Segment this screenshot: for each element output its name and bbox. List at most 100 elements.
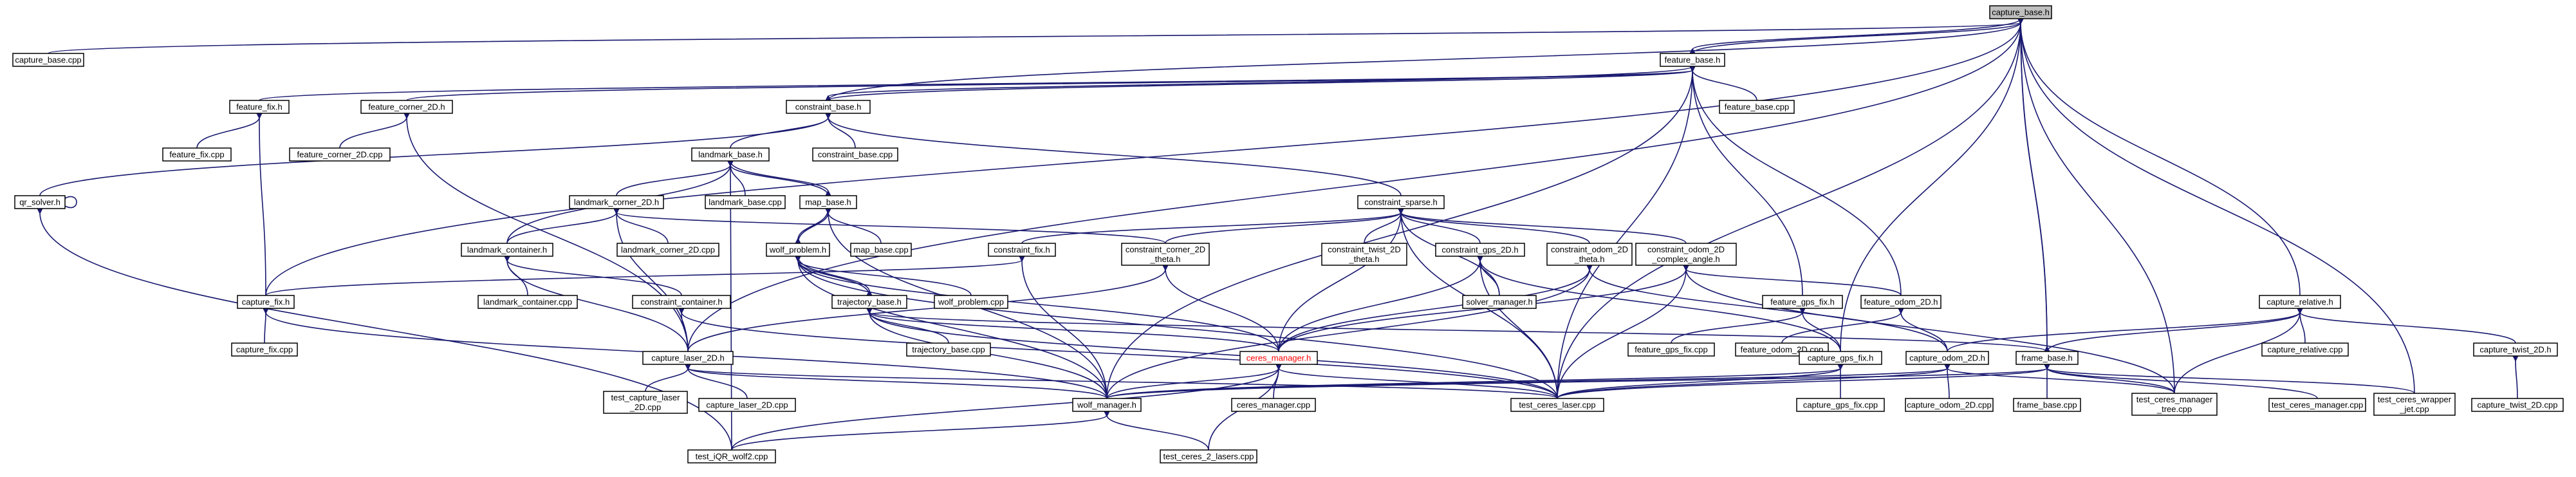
graph-node-test-ceres-2-lasers-cpp[interactable]: test_ceres_2_lasers.cpp	[1160, 449, 1257, 463]
node-label: capture_gps_fix.cpp	[1803, 400, 1878, 410]
graph-node-capture-base-h[interactable]: capture_base.h	[1989, 5, 2052, 19]
graph-node-capture-twist-2D-cpp[interactable]: capture_twist_2D.cpp	[2471, 398, 2564, 412]
graph-node-solver-manager-h[interactable]: solver_manager.h	[1462, 295, 1537, 309]
graph-node-constraint-odom-2D-theta-h[interactable]: constraint_odom_2D_theta.h	[1546, 243, 1633, 266]
node-box	[289, 147, 391, 162]
graph-node-test-capture-laser-2D-cpp[interactable]: test_capture_laser_2D.cpp	[603, 391, 688, 414]
graph-node-test-ceres-manager-tree-cpp[interactable]: test_ceres_manager_tree.cpp	[2131, 393, 2218, 416]
graph-node-capture-laser-2D-cpp[interactable]: capture_laser_2D.cpp	[698, 398, 796, 412]
node-label: capture_laser_2D.h	[651, 353, 724, 363]
graph-node-feature-corner-2D-cpp[interactable]: feature_corner_2D.cpp	[289, 147, 391, 162]
dependency-edge	[1692, 70, 1803, 296]
node-label: capture_odom_2D.cpp	[1907, 400, 1992, 410]
dependency-edge	[265, 23, 2021, 296]
node-label: feature_fix.h	[236, 102, 283, 112]
graph-node-trajectory-base-cpp[interactable]: trajectory_base.cpp	[906, 342, 991, 357]
node-box	[229, 100, 290, 114]
graph-node-constraint-corner-2D-theta-h[interactable]: constraint_corner_2D_theta.h	[1121, 243, 1210, 266]
node-label: capture_twist_2D.h	[2479, 345, 2551, 355]
node-label: wolf_problem.h	[769, 245, 826, 255]
dependency-edge	[2516, 360, 2517, 399]
graph-node-ceres-manager-h[interactable]: ceres_manager.h	[1239, 351, 1318, 365]
dependency-edge	[645, 368, 688, 392]
graph-node-feature-base-cpp[interactable]: feature_base.cpp	[1719, 100, 1795, 114]
graph-node-feature-gps-fix-h[interactable]: feature_gps_fix.h	[1762, 295, 1843, 309]
graph-node-qr-solver-h[interactable]: qr_solver.h	[14, 195, 66, 209]
graph-node-feature-gps-fix-cpp[interactable]: feature_gps_fix.cpp	[1627, 342, 1715, 357]
dependency-edge	[2021, 23, 2301, 296]
dependency-edge	[869, 312, 1279, 352]
node-box	[569, 195, 664, 209]
node-label: constraint_odom_2D	[1551, 245, 1628, 254]
node-box	[12, 53, 84, 67]
node-label: feature_gps_fix.cpp	[1635, 345, 1707, 355]
graph-node-wolf-manager-h[interactable]: wolf_manager.h	[1072, 398, 1142, 412]
graph-node-landmark-base-h[interactable]: landmark_base.h	[691, 147, 770, 162]
graph-node-feature-odom-2D-h[interactable]: feature_odom_2D.h	[1860, 295, 1941, 309]
dependency-edge	[2021, 23, 2175, 394]
graph-node-feature-fix-cpp[interactable]: feature_fix.cpp	[162, 147, 232, 162]
graph-node-constraint-fix-h[interactable]: constraint_fix.h	[988, 243, 1056, 257]
graph-node-capture-gps-fix-cpp[interactable]: capture_gps_fix.cpp	[1796, 398, 1885, 412]
node-box	[691, 147, 770, 162]
graph-node-capture-laser-2D-h[interactable]: capture_laser_2D.h	[642, 351, 734, 365]
graph-node-constraint-container-h[interactable]: constraint_container.h	[632, 295, 731, 309]
node-box	[231, 342, 298, 357]
node-box	[1510, 398, 1604, 412]
graph-node-test-ceres-manager-cpp[interactable]: test_ceres_manager.cpp	[2268, 398, 2366, 412]
dependency-edge	[1947, 368, 2175, 394]
graph-node-feature-fix-h[interactable]: feature_fix.h	[229, 100, 290, 114]
graph-node-constraint-base-h[interactable]: constraint_base.h	[786, 100, 871, 114]
node-label: feature_corner_2D.h	[368, 102, 445, 112]
graph-node-landmark-corner-2D-h[interactable]: landmark_corner_2D.h	[569, 195, 664, 209]
graph-node-frame-base-h[interactable]: frame_base.h	[2015, 351, 2079, 365]
dependency-edge	[39, 117, 828, 196]
graph-node-frame-base-cpp[interactable]: frame_base.cpp	[2013, 398, 2081, 412]
graph-node-capture-relative-h[interactable]: capture_relative.h	[2259, 295, 2341, 309]
graph-node-trajectory-base-h[interactable]: trajectory_base.h	[831, 295, 907, 309]
graph-node-feature-corner-2D-h[interactable]: feature_corner_2D.h	[360, 100, 453, 114]
node-box	[2131, 393, 2218, 416]
graph-node-capture-twist-2D-h[interactable]: capture_twist_2D.h	[2473, 342, 2558, 357]
graph-node-constraint-gps-2D-h[interactable]: constraint_gps_2D.h	[1435, 243, 1525, 257]
node-box	[1357, 195, 1445, 209]
graph-node-ceres-manager-cpp[interactable]: ceres_manager.cpp	[1231, 398, 1316, 412]
node-label: wolf_manager.h	[1077, 400, 1136, 410]
graph-node-capture-fix-cpp[interactable]: capture_fix.cpp	[231, 342, 298, 357]
dependency-edge	[1557, 368, 1840, 399]
graph-node-constraint-odom-2D-complex-angle-h[interactable]: constraint_odom_2D_complex_angle.h	[1635, 243, 1737, 266]
graph-node-capture-odom-2D-cpp[interactable]: capture_odom_2D.cpp	[1905, 398, 1994, 412]
graph-node-feature-base-h[interactable]: feature_base.h	[1660, 53, 1725, 67]
dependency-edge	[688, 368, 748, 399]
node-label: capture_fix.h	[242, 297, 290, 307]
node-label: constraint_sparse.h	[1364, 198, 1437, 207]
graph-node-capture-relative-cpp[interactable]: capture_relative.cpp	[2261, 342, 2349, 357]
graph-node-capture-fix-h[interactable]: capture_fix.h	[237, 295, 295, 309]
dependency-edge	[869, 312, 2048, 352]
graph-node-test-ceres-laser-cpp[interactable]: test_ceres_laser.cpp	[1510, 398, 1604, 412]
graph-node-wolf-problem-cpp[interactable]: wolf_problem.cpp	[934, 295, 1008, 309]
graph-node-landmark-container-cpp[interactable]: landmark_container.cpp	[477, 295, 578, 309]
graph-node-landmark-corner-2D-cpp[interactable]: landmark_corner_2D.cpp	[616, 243, 719, 257]
graph-node-constraint-twist-2D-theta-h[interactable]: constraint_twist_2D_theta.h	[1321, 243, 1407, 266]
graph-node-capture-odom-2D-h[interactable]: capture_odom_2D.h	[1905, 351, 1989, 365]
graph-node-test-ceres-wrapper-jet-cpp[interactable]: test_ceres_wrapper_jet.cpp	[2373, 393, 2456, 416]
graph-node-test-iQR-wolf2-cpp[interactable]: test_iQR_wolf2.cpp	[687, 449, 776, 463]
dependency-edge	[1480, 260, 1558, 399]
graph-node-capture-gps-fix-h[interactable]: capture_gps_fix.h	[1799, 351, 1882, 365]
node-label: solver_manager.h	[1466, 297, 1532, 307]
dependency-edge	[2020, 18, 2047, 348]
graph-node-capture-base-cpp[interactable]: capture_base.cpp	[12, 53, 84, 67]
node-label: _theta.h	[1574, 254, 1605, 264]
node-box	[799, 195, 857, 209]
graph-node-landmark-container-h[interactable]: landmark_container.h	[461, 243, 553, 257]
graph-node-map-base-h[interactable]: map_base.h	[799, 195, 857, 209]
graph-node-wolf-problem-h[interactable]: wolf_problem.h	[766, 243, 830, 257]
graph-node-map-base-cpp[interactable]: map_base.cpp	[850, 243, 912, 257]
node-label: capture_twist_2D.cpp	[2477, 400, 2557, 410]
node-label: constraint_base.cpp	[818, 150, 893, 160]
graph-node-constraint-base-cpp[interactable]: constraint_base.cpp	[812, 147, 898, 162]
graph-node-constraint-sparse-h[interactable]: constraint_sparse.h	[1357, 195, 1445, 209]
graph-node-landmark-base-cpp[interactable]: landmark_base.cpp	[705, 195, 786, 209]
